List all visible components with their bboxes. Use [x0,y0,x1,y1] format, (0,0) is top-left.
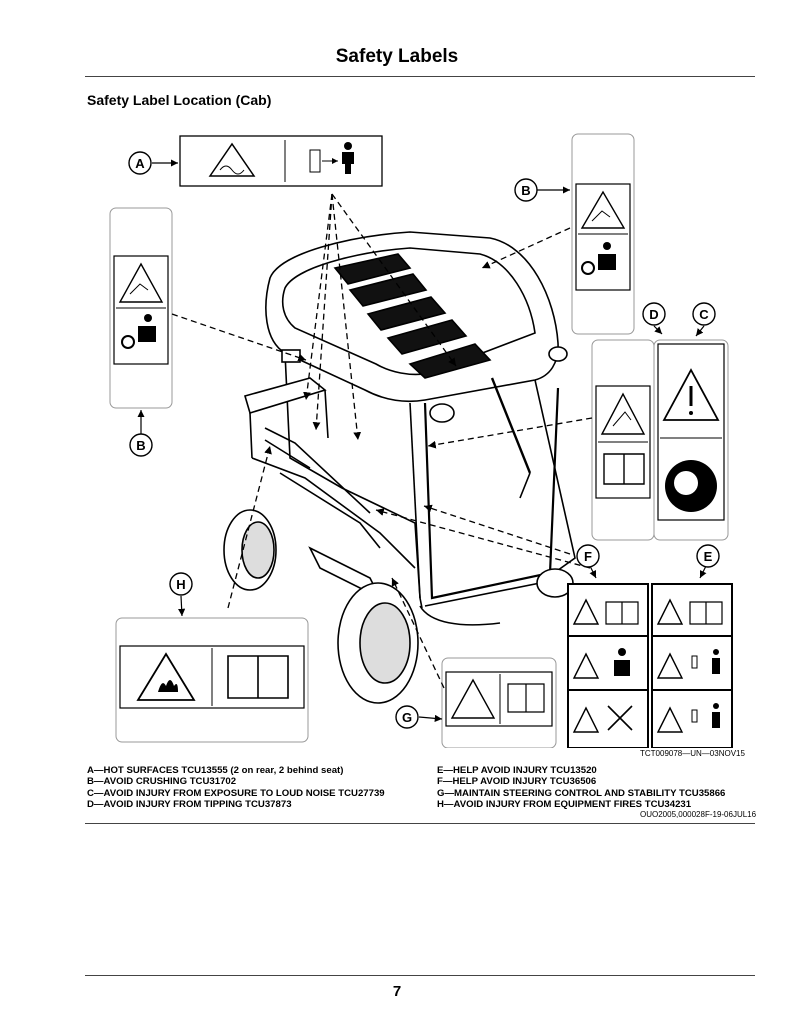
svg-text:D: D [649,307,658,322]
callout-b-left: B [129,433,153,457]
legend-item-d: D—AVOID INJURY FROM TIPPING TCU37873 [87,799,292,811]
label-b-avoid-crushing-left [109,207,173,409]
section-rule [85,823,755,824]
legend-item-h: H—AVOID INJURY FROM EQUIPMENT FIRES TCU3… [437,799,692,811]
leader-lines [171,193,593,689]
legend-item-b: B—AVOID CRUSHING TCU31702 [87,776,237,788]
legend-item-g: G—MAINTAIN STEERING CONTROL AND STABILIT… [437,787,726,799]
legend-right-column: E—HELP AVOID INJURY TCU13520 F—HELP AVOI… [437,765,725,811]
callout-b-right: B [514,178,538,202]
label-c-loud-noise [653,339,729,541]
legend-item-f: F—HELP AVOID INJURY TCU36506 [437,776,597,788]
callout-g: G [395,705,419,729]
legend-item-c: C—AVOID INJURY FROM EXPOSURE TO LOUD NOI… [87,787,385,799]
svg-text:C: C [699,307,709,322]
legend-item-e: E—HELP AVOID INJURY TCU13520 [437,765,597,776]
footer-rule [85,975,755,976]
callout-d: D [642,302,666,326]
page-title: Safety Labels [335,46,459,67]
callout-e: E [696,544,720,568]
svg-text:E: E [704,549,713,564]
svg-text:G: G [402,710,412,725]
title-rule [85,76,755,77]
page-number: 7 [392,983,402,1000]
callout-h: H [169,572,193,596]
callout-f: F [576,544,600,568]
document-reference: OUO2005,000028F-19-06JUL16 [640,810,757,819]
section-subtitle: Safety Label Location (Cab) [87,92,272,108]
label-g-steering-stability [441,657,557,748]
cab-safety-label-illustration: A B B C D E F G H [109,133,733,748]
label-e-help-avoid-injury [651,583,733,748]
svg-text:B: B [136,438,145,453]
callout-c: C [692,302,716,326]
label-h-equipment-fires [115,617,309,743]
svg-text:A: A [135,156,145,171]
utility-vehicle-cab-drawing [223,231,576,704]
svg-text:F: F [584,549,592,564]
label-a-hot-surfaces [179,135,383,187]
legend-left-column: A—HOT SURFACES TCU13555 (2 on rear, 2 be… [87,765,385,811]
legend-item-a: A—HOT SURFACES TCU13555 (2 on rear, 2 be… [87,765,344,776]
label-b-avoid-crushing-right [571,133,635,335]
solid-leaders [137,159,707,722]
label-f-help-avoid-injury [567,583,649,748]
label-d-avoid-tipping [591,339,655,541]
svg-text:H: H [176,577,185,592]
figure-reference: TCT009078—UN—03NOV15 [640,749,745,758]
callout-a: A [128,151,152,175]
svg-text:B: B [521,183,530,198]
